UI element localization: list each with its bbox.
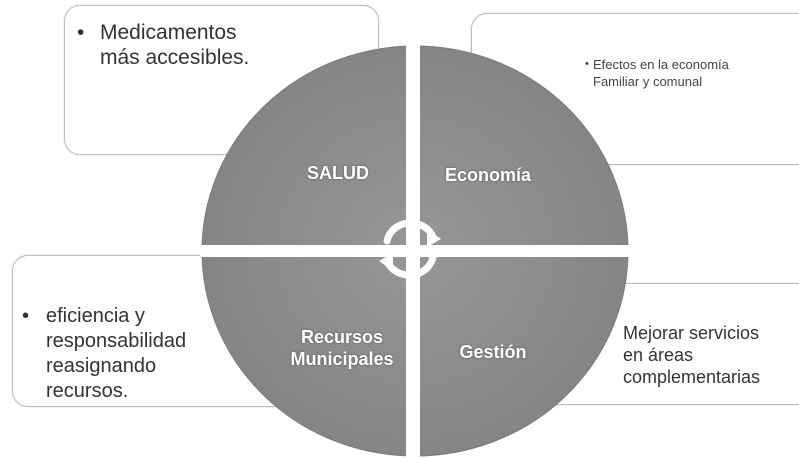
note-line: Efectos en la economía [593,57,729,72]
quadrant-label-line: Municipales [290,349,394,369]
quadrant-wheel [200,45,630,457]
quadrant-label-economia: Economía [444,165,532,185]
note-item: Efectos en la economía Familiar y comuna… [585,56,799,90]
note-line: eficiencia y [46,305,145,327]
quadrant-label-line: Recursos [300,327,384,347]
note-item: Medicamentos más accesibles. [77,20,378,70]
note-line: en áreas [623,345,694,365]
note-line: Familiar y comunal [593,74,703,89]
horizontal-divider [200,245,630,257]
quadrant-label-salud: SALUD [307,163,369,183]
circular-arrows-icon [379,219,441,279]
note-line: complementarias [623,367,761,387]
note-line: más accesibles. [100,46,250,69]
note-line: Mejorar servicios [623,323,760,343]
note-line: Medicamentos [100,21,237,44]
quadrant-label-gestion: Gestión [459,342,527,362]
note-line: reasignando [46,355,157,377]
quadrant-label-recursos-municipales: Recursos Municipales [277,326,407,370]
note-line: recursos. [46,380,129,402]
note-item: Mejorar servicios en áreas complementari… [600,322,799,388]
note-line: responsabilidad [46,330,187,352]
note-item: eficiencia y responsabilidad reasignando… [22,304,333,404]
